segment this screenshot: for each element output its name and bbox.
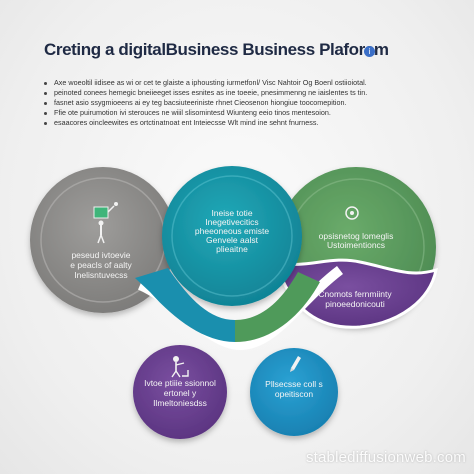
gray-circle-line: peseud ivtoevie <box>71 250 130 260</box>
person-icon <box>171 356 189 378</box>
blue-bottom-line: Pllsecsse coll s <box>265 379 323 389</box>
teal-circle-line: Inegetivecitics <box>205 217 258 227</box>
gray-circle-line: e peacls of aalty <box>70 260 132 270</box>
purple-wave-line: Cnomots fernmiinty <box>318 289 392 299</box>
purple-bottom-line: Ivtoe ptiiie ssionnol <box>144 378 216 388</box>
bullet-list: Axe woeoltil iidisee as wi or cet te gla… <box>44 78 444 128</box>
target-icon <box>345 206 359 220</box>
purple-bottom-line: Ilmeltoniesdss <box>153 398 207 408</box>
teal-circle-line: Ineise totie <box>211 208 252 218</box>
purple-wave <box>273 258 438 329</box>
circle-teal <box>162 166 302 306</box>
teal-circle-line: pheeoneous emiste <box>195 226 269 236</box>
bullet-item: esaacores oincleewites es ortctinatnoat … <box>44 118 444 128</box>
page-title: Creting a digitalBusiness Business Plafo… <box>44 40 389 59</box>
circle-purple-bottom <box>133 345 227 439</box>
watermark: stablediffusionweb.com <box>305 449 466 466</box>
gray-circle-line: Inelisntuvecss <box>74 270 127 280</box>
purple-wave-line: pinoeedonicouti <box>325 299 385 309</box>
green-circle-line: opsisnetog lomeglis <box>319 231 394 241</box>
teal-circle-line: plieaitne <box>216 244 248 254</box>
info-badge-icon: i <box>364 46 375 57</box>
blue-bottom-line: opeitiscon <box>275 389 314 399</box>
pen-icon <box>290 356 301 372</box>
bullet-item: Ffie ote puirumotion ivi sterouces ne wi… <box>44 108 444 118</box>
bullet-item: Axe woeoltil iidisee as wi or cet te gla… <box>44 78 444 88</box>
ribbon-arrow <box>135 268 320 342</box>
teal-circle-line: Genvele aalst <box>206 235 259 245</box>
bullet-item: peinoted conees hemegic bneiieeget isses… <box>44 88 444 98</box>
presenter-icon <box>93 202 118 244</box>
circle-blue-bottom <box>250 348 338 436</box>
bullet-item: fasnet asio ssygmioeens ai ey teg bacsiu… <box>44 98 444 108</box>
green-circle-line: Ustoimentioncs <box>327 240 385 250</box>
purple-bottom-line: ertonel y <box>164 388 197 398</box>
